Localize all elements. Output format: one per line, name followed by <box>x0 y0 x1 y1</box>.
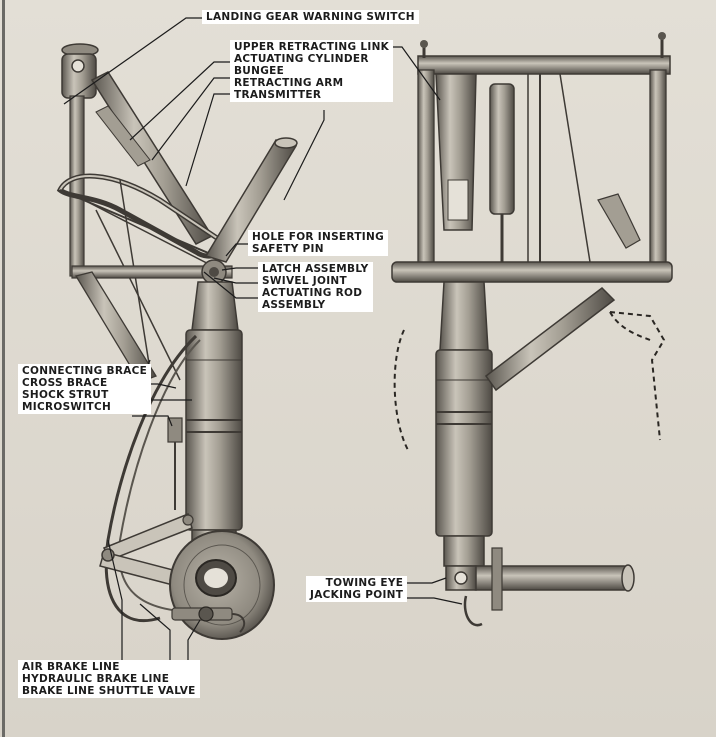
label-shock-strut: SHOCK STRUT <box>22 389 109 401</box>
label-swivel-joint: SWIVEL JOINT <box>262 275 347 287</box>
label-upper-retracting-link: UPPER RETRACTING LINK <box>234 41 390 53</box>
left-gear-assembly <box>56 43 298 640</box>
right-shock-strut <box>435 349 493 537</box>
right-top-frame <box>417 55 671 75</box>
label-landing-gear-warning-switch: LANDING GEAR WARNING SWITCH <box>202 10 419 24</box>
label-group-upper-left: UPPER RETRACTING LINK ACTUATING CYLINDER… <box>230 40 394 102</box>
connecting-brace <box>74 271 157 383</box>
right-actuating-cylinder <box>489 83 515 215</box>
label-hydraulic-brake-line: HYDRAULIC BRAKE LINE <box>22 673 170 685</box>
label-microswitch: MICROSWITCH <box>22 401 112 413</box>
right-cross-bar <box>391 261 673 283</box>
label-jacking-point: JACKING POINT <box>310 589 404 601</box>
label-actuating-rod: ACTUATING ROD <box>262 287 363 299</box>
brake-line-hose <box>104 334 198 623</box>
label-latch-assembly: LATCH ASSEMBLY <box>262 263 369 275</box>
label-towing-eye: TOWING EYE <box>325 577 404 589</box>
label-cross-brace: CROSS BRACE <box>22 377 108 389</box>
label-air-brake-line: AIR BRAKE LINE <box>22 661 120 673</box>
label-retracting-arm: RETRACTING ARM <box>234 77 344 89</box>
label-assembly: ASSEMBLY <box>262 299 326 311</box>
retracted-position-outline-left <box>393 329 409 451</box>
page-edge <box>2 0 5 737</box>
label-group-brake-lines: AIR BRAKE LINE HYDRAULIC BRAKE LINE BRAK… <box>18 660 200 698</box>
label-actuating-cylinder: ACTUATING CYLINDER <box>234 53 369 65</box>
right-shock-strut-upper <box>439 281 489 351</box>
left-shock-strut-upper <box>191 281 239 331</box>
left-frame-post <box>69 95 85 277</box>
label-group-towing: TOWING EYE JACKING POINT <box>306 576 408 602</box>
right-frame-post-right <box>649 69 667 271</box>
label-transmitter: TRANSMITTER <box>234 89 322 101</box>
label-group-safety-pin: HOLE FOR INSERTING SAFETY PIN <box>248 230 388 256</box>
label-bungee: BUNGEE <box>234 65 285 77</box>
label-brake-line-shuttle-valve: BRAKE LINE SHUTTLE VALVE <box>22 685 196 697</box>
label-hole-for-inserting: HOLE FOR INSERTING <box>252 231 384 243</box>
right-frame-post-left <box>417 69 435 269</box>
right-gear-assembly <box>391 32 673 627</box>
left-lower-frame <box>71 265 233 279</box>
label-safety-pin: SAFETY PIN <box>252 243 324 255</box>
label-connecting-brace: CONNECTING BRACE <box>22 365 148 377</box>
label-group-strut: CONNECTING BRACE CROSS BRACE SHOCK STRUT… <box>18 364 152 414</box>
label-group-latch: LATCH ASSEMBLY SWIVEL JOINT ACTUATING RO… <box>258 262 373 312</box>
jacking-point-hook <box>463 595 483 627</box>
right-diagonal-brace <box>484 287 616 392</box>
retracted-position-outline-right <box>609 311 666 441</box>
